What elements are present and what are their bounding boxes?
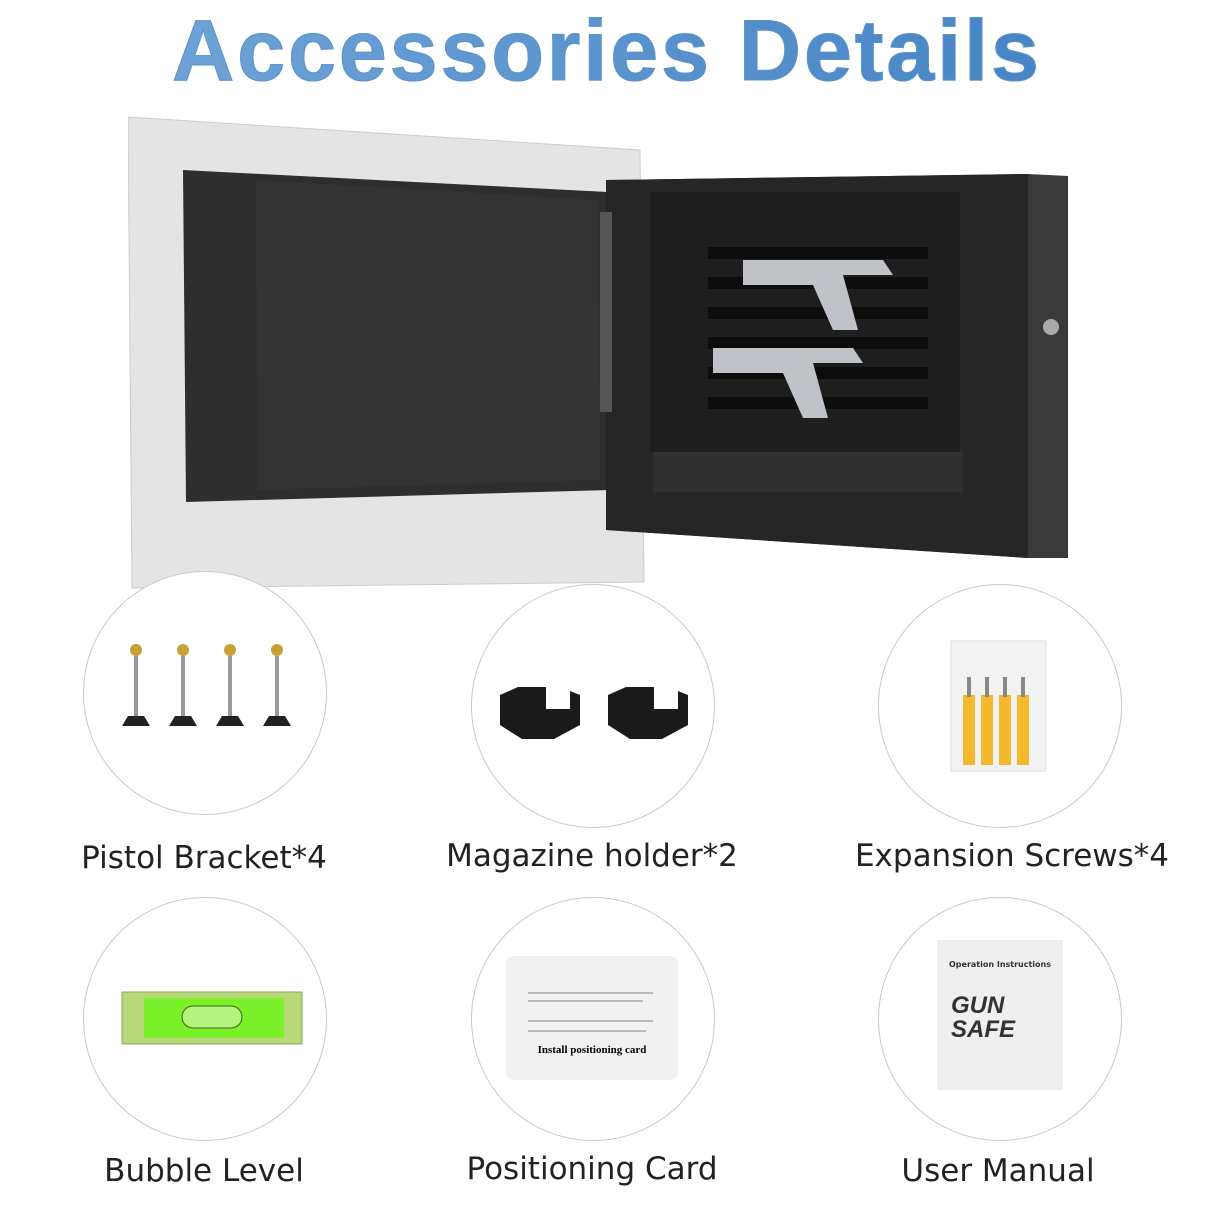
manual-heading: Operation Instructions	[949, 960, 1051, 969]
label-magazine-holder: Magazine holder*2	[446, 838, 738, 874]
label-expansion-screws: Expansion Screws*4	[854, 838, 1170, 874]
manual-logo: GUN SAFE	[951, 992, 1016, 1043]
pistol-bracket-icon	[122, 644, 291, 726]
label-pistol-bracket: Pistol Bracket*4	[81, 840, 327, 876]
label-positioning-card: Positioning Card	[466, 1151, 718, 1187]
label-user-manual: User Manual	[901, 1153, 1095, 1189]
accessory-user-manual: Operation Instructions GUN SAFE	[878, 897, 1122, 1141]
accessory-bubble-level	[83, 897, 327, 1141]
accessory-magazine-holder	[471, 584, 715, 828]
accessory-positioning-card: Install positioning card	[471, 897, 715, 1141]
wall-safe-image	[128, 116, 1068, 589]
bubble-level-icon	[121, 991, 303, 1045]
page-title: Accessories Details	[0, 2, 1214, 101]
accessory-pistol-bracket	[83, 571, 327, 815]
positioning-card-icon: Install positioning card	[506, 956, 678, 1080]
magazine-holder-icon	[500, 687, 688, 739]
user-manual-icon: Operation Instructions GUN SAFE	[937, 940, 1063, 1090]
accessory-expansion-screws	[878, 584, 1122, 828]
card-text: Install positioning card	[537, 1044, 647, 1056]
label-bubble-level: Bubble Level	[104, 1153, 304, 1189]
expansion-screws-icon	[950, 640, 1047, 772]
